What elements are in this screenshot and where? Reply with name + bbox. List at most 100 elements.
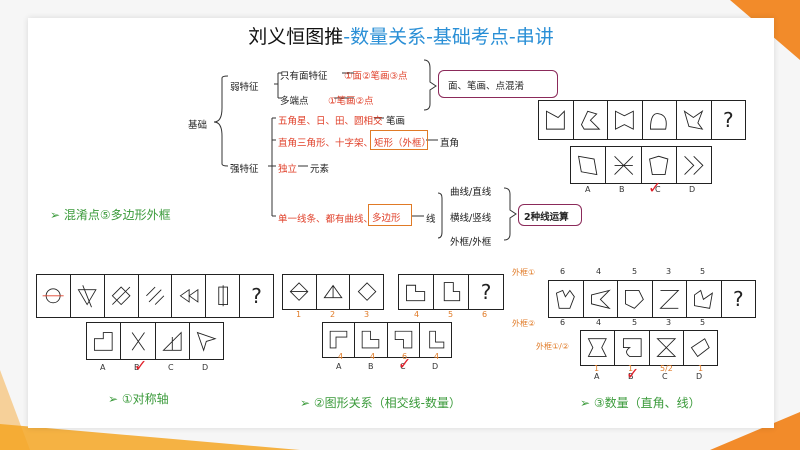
title-sub: -数量关系-基础考点-串讲 [343,26,554,48]
q3-row1-num: 3 [666,267,672,276]
tree-s4: 单一线条、都有曲线、 [278,214,374,225]
tree-weak-a: 只有面特征 [280,71,328,82]
figure-cell [139,275,173,317]
question-mark: ? [251,284,262,308]
figure-cell [71,275,105,317]
slide-title: 刘义恒图推-数量关系-基础考点-串讲 [28,22,774,49]
tree-s3: 独立 [278,164,298,175]
option-label: A [100,363,106,372]
q3-row2-num: 3 [666,318,672,327]
option-cell[interactable] [420,323,451,357]
option-cell[interactable] [571,147,607,183]
q3-row2-num: 6 [560,318,566,327]
bullet-icon: ➢ [300,396,311,410]
tree-two: 2种线运算 [524,212,569,223]
bullet-main: ➢ 混淆点⑤多边形外框 [50,206,171,223]
s2-box [370,130,428,150]
option-label: C [168,363,174,372]
figure-cell [350,275,383,309]
figure-cell [653,281,687,317]
tree-s1: 五角星、日、田、圆相交 [278,116,383,127]
check-icon: ✓ [398,354,412,373]
q3-row1-num: 5 [700,267,706,276]
q2-row-a [282,274,384,310]
q2-opt-num: 4 [434,352,440,361]
q1-options-row [86,322,224,360]
bullet-main-text: 混淆点⑤多边形外框 [63,208,171,222]
option-cell[interactable] [355,323,388,357]
tree-l1: 曲线/直线 [450,187,492,198]
bullet-icon: ➢ [50,208,61,222]
option-cell[interactable] [615,331,650,365]
tree-lines [213,59,517,241]
check-icon: ✓ [648,178,662,197]
option-cell[interactable] [323,323,356,357]
s4-box [368,204,412,226]
figure-cell [539,101,574,139]
option-cell[interactable] [121,323,156,359]
check-icon: ✓ [626,364,640,383]
mix-box [438,70,558,98]
tree-s2-result: 直角 [440,138,460,149]
q2-opt-num: 4 [370,352,376,361]
option-label: D [696,372,703,381]
q3-row3-num: 5/2 [660,364,673,373]
figure-cell [317,275,351,309]
option-cell[interactable] [190,323,223,359]
tree-weak-a-result: ①面②笔画③点 [344,71,408,82]
figure-cell [584,281,618,317]
option-cell[interactable] [156,323,190,359]
option-label: C [400,362,406,371]
option-label: C [655,185,661,194]
tree-weak: 弱特征 [230,82,259,93]
option-cell[interactable] [606,147,642,183]
figure-cell [608,101,643,139]
option-cell[interactable] [684,331,717,365]
q3-row3-num: 1 [594,364,600,373]
option-cell[interactable] [388,323,420,357]
q2-num: 3 [364,310,370,319]
q2-num: 2 [330,310,336,319]
option-cell[interactable] [677,147,711,183]
option-label: B [628,372,634,381]
figure-cell [399,275,434,309]
figure-cell [677,101,712,139]
q1-caption-text: ①对称轴 [121,392,169,406]
option-cell[interactable] [650,331,684,365]
option-label: D [689,185,696,194]
tree-s1-result: 笔画 [386,116,406,127]
q2-num: 6 [482,310,488,319]
figure-cell [37,275,71,317]
q3-options-row [580,330,718,366]
q2-caption-text: ②图形关系（相交线-数量） [313,396,461,410]
option-label: A [585,185,591,194]
tree-weak-b: 多端点 [280,96,309,107]
q2-caption: ➢ ②图形关系（相交线-数量） [300,394,461,411]
q3-row1-label: 外框① [512,268,536,277]
tree-weak-b-result: ①笔画②点 [328,96,374,107]
option-label: C [662,372,668,381]
q3-row2-num: 4 [596,318,602,327]
tree-s3-result: 元素 [310,164,330,175]
title-main: 刘义恒图推 [248,26,344,48]
option-cell[interactable] [87,323,122,359]
figure-cell [434,275,469,309]
q3-caption: ➢ ③数量（直角、线） [580,394,701,411]
q3-question-row: ? [548,280,756,318]
option-cell[interactable] [642,147,677,183]
tree-strong: 强特征 [230,164,259,175]
tree-l2: 横线/竖线 [450,213,492,224]
figure-cell [105,275,139,317]
check-icon: ✓ [134,356,148,375]
option-label: B [134,363,140,372]
option-cell[interactable] [581,331,616,365]
figure-cell [574,101,608,139]
q3-row1-num: 5 [632,267,638,276]
q3-row2-label: 外框② [512,319,536,328]
option-label: D [432,362,439,371]
q2-row-b: ? [398,274,504,310]
question-mark: ? [732,287,744,311]
q3-row3-num: 1 [698,364,704,373]
q2-options-row [322,322,452,358]
tree-root: 基础 [188,120,208,131]
